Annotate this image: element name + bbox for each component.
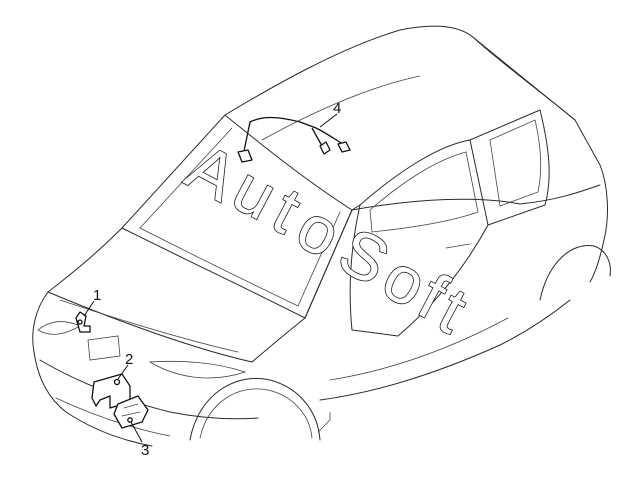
headlight-right <box>148 360 247 379</box>
rear-door-window <box>489 119 542 207</box>
callout-3: 3 <box>141 442 149 459</box>
hood <box>47 227 306 363</box>
leader-line-2 <box>117 364 129 380</box>
roof-rail <box>261 75 421 141</box>
rear-quarter <box>589 164 608 283</box>
side-molding <box>329 317 509 381</box>
leader-line-1 <box>83 300 95 317</box>
callout-4: 4 <box>333 100 341 117</box>
rear-wheel-arch <box>539 245 611 301</box>
rocker-detail <box>317 411 331 433</box>
bumper-lower <box>55 397 171 437</box>
door-handle-front <box>445 243 471 249</box>
beltline <box>351 184 601 211</box>
hood-crease <box>59 299 239 353</box>
car-roof <box>224 25 576 121</box>
leader-line-4 <box>319 113 338 128</box>
watermark: A u t o S o f t <box>175 128 480 348</box>
car-body-drawing <box>32 25 611 447</box>
side-sill <box>319 299 571 401</box>
part-1-sensor <box>75 311 91 333</box>
front-wheel-arch <box>189 378 321 441</box>
front-door <box>349 139 489 337</box>
callout-1: 1 <box>93 287 101 304</box>
part-2-bracket <box>91 373 131 409</box>
leader-line-3 <box>130 421 143 443</box>
windshield-inner <box>139 127 341 307</box>
callout-2: 2 <box>125 351 133 368</box>
front-bumper <box>39 359 259 420</box>
front-wheel-arch-inner <box>199 388 313 439</box>
front-door-window <box>369 151 479 233</box>
part-3-control-module <box>113 395 149 429</box>
car-roof-rear-edge <box>473 37 601 166</box>
front-fascia <box>32 291 153 447</box>
rear-door <box>469 109 550 226</box>
grille <box>87 335 121 361</box>
headlight-left <box>37 321 81 335</box>
part-4-wiring-harness <box>237 116 351 163</box>
